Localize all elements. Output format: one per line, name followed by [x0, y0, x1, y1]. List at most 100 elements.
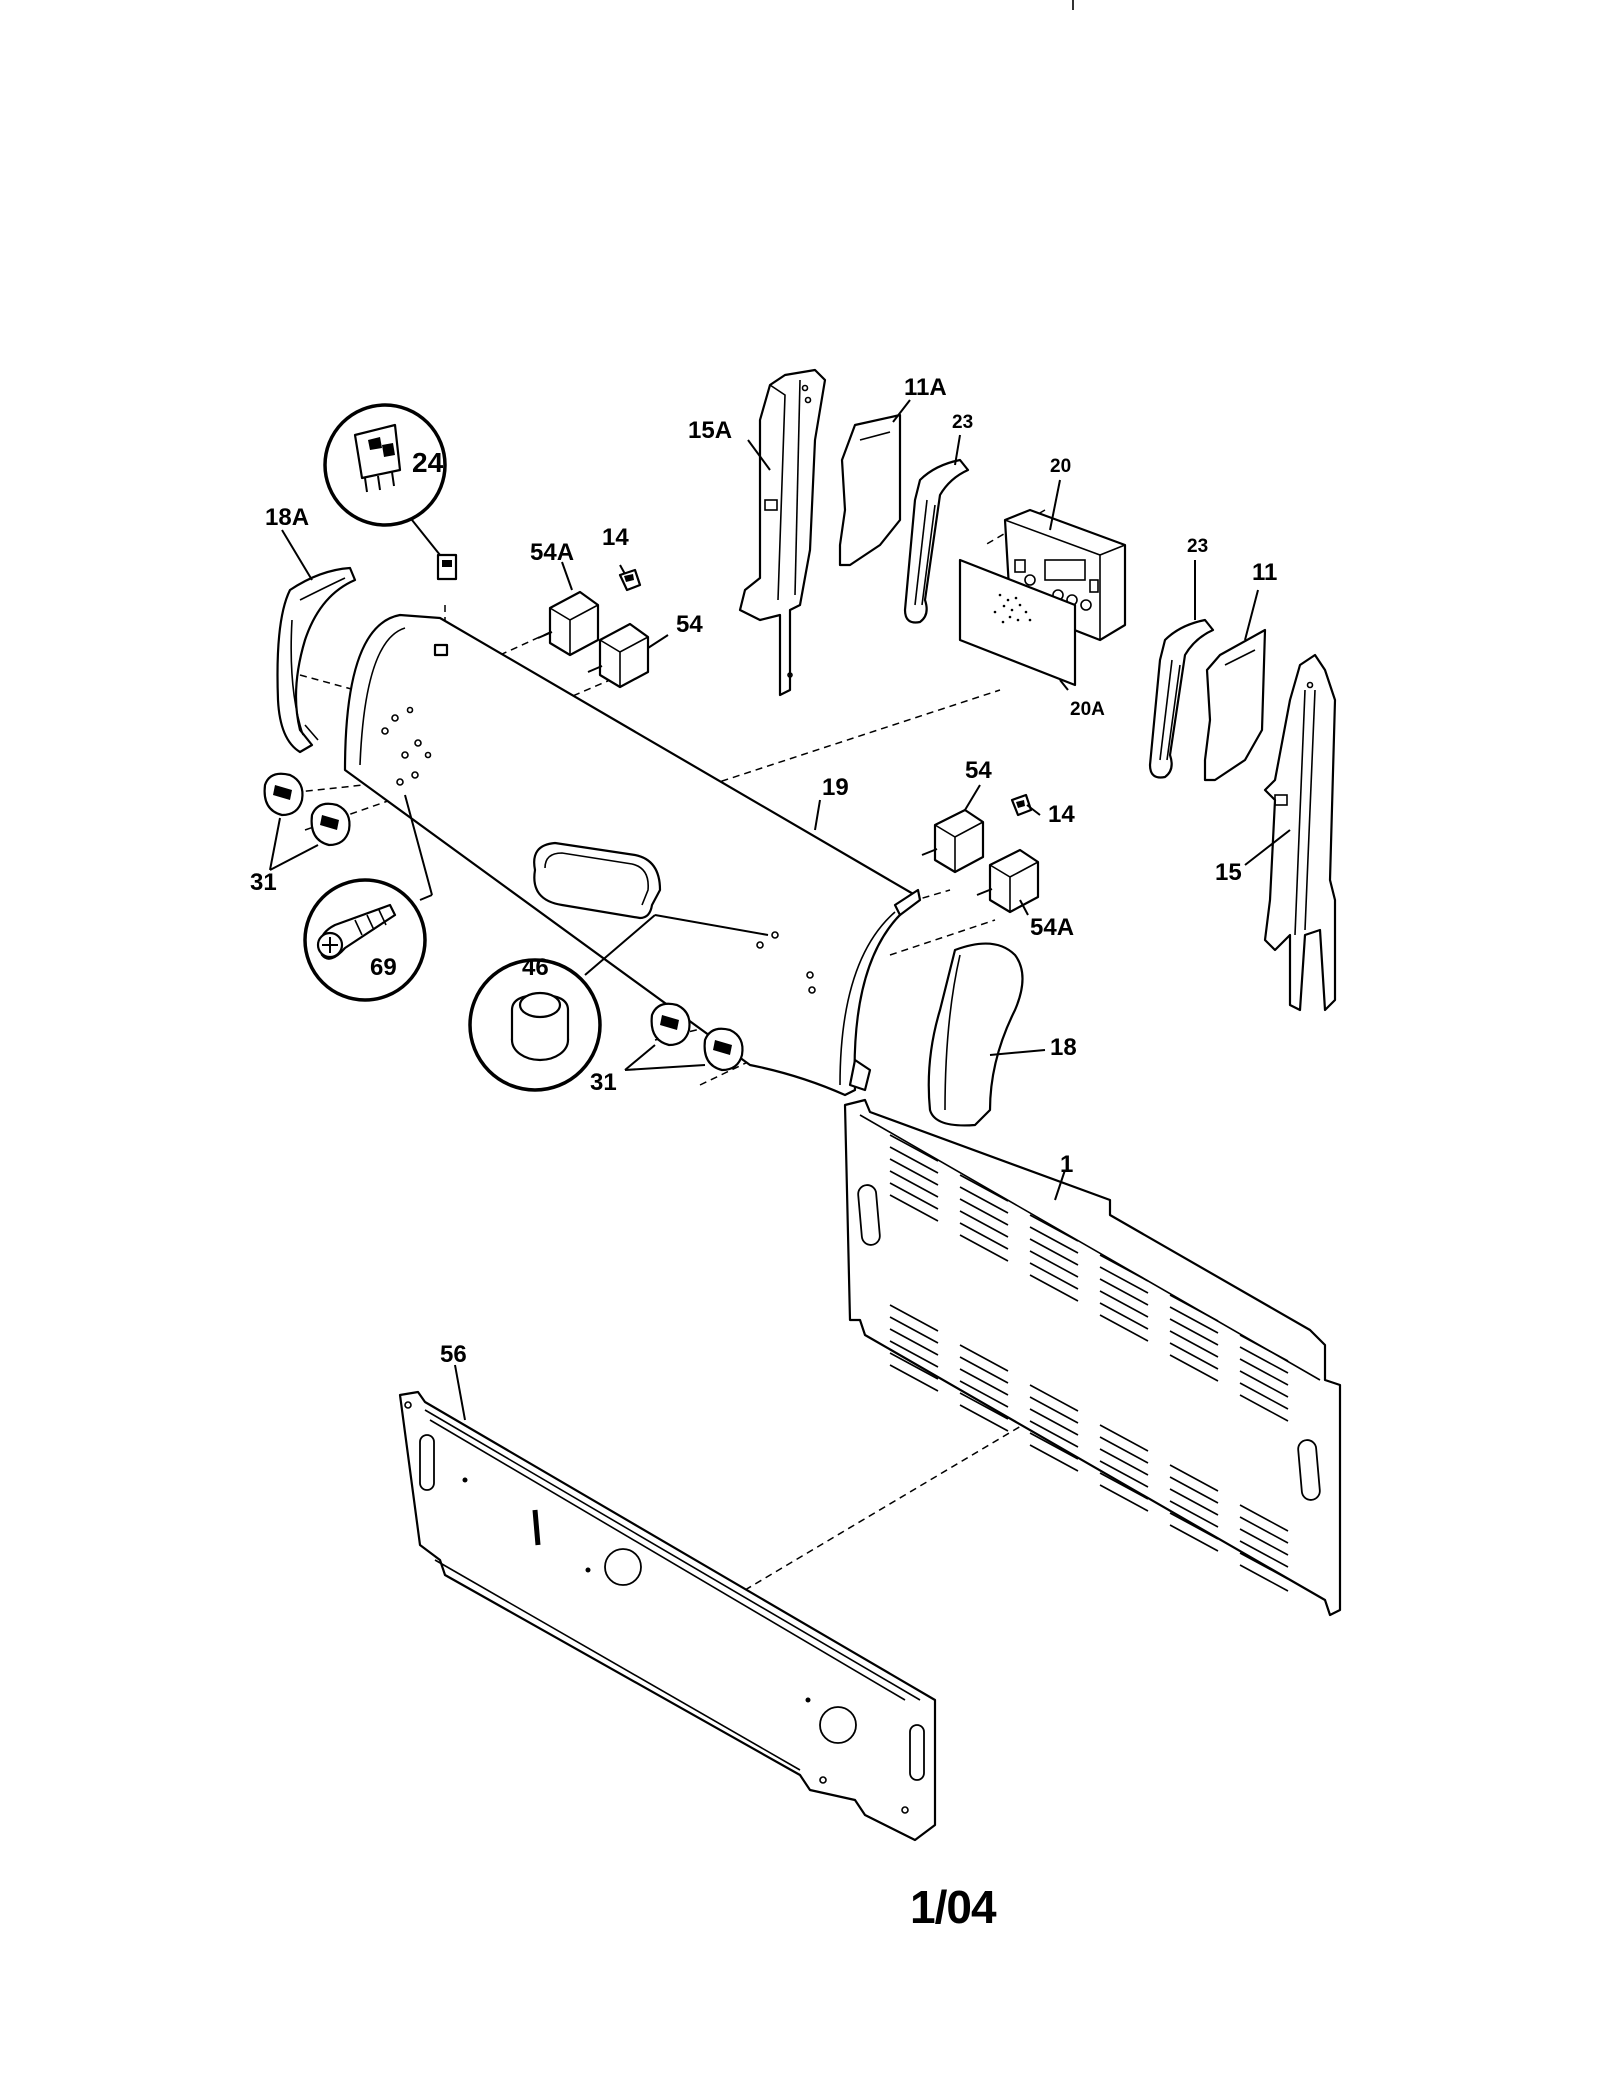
louver-slot — [1169, 1294, 1219, 1322]
louver-slot — [1169, 1342, 1219, 1370]
louver-slot — [1099, 1424, 1149, 1452]
louver-slot — [1239, 1394, 1289, 1422]
zoom-circle-69 — [303, 794, 433, 1002]
end-cap-18a — [276, 566, 357, 754]
label-23-left: 23 — [952, 412, 973, 433]
louver-slot — [1099, 1448, 1149, 1476]
louver-slot — [889, 1170, 939, 1198]
louver-slot — [1239, 1540, 1289, 1568]
louver-slot — [1239, 1382, 1289, 1410]
louver-slot — [889, 1194, 939, 1222]
louver-slot — [1169, 1524, 1219, 1552]
louver-slot — [1099, 1254, 1149, 1282]
label-15: 15 — [1215, 859, 1242, 886]
switch-54a-right — [976, 848, 1040, 914]
louver-slot — [1239, 1528, 1289, 1556]
label-54-right: 54 — [965, 757, 992, 784]
louver-slot — [959, 1380, 1009, 1408]
louver-slot — [889, 1316, 939, 1344]
louver-slot — [1239, 1358, 1289, 1386]
switch-14-top — [618, 568, 642, 592]
louver-slot — [1169, 1306, 1219, 1334]
label-54-top: 54 — [676, 611, 703, 638]
knob-31-d — [703, 1027, 744, 1072]
louver-slot — [889, 1352, 939, 1380]
louver-slot — [1239, 1552, 1289, 1580]
label-14-right: 14 — [1048, 801, 1075, 828]
louver-slot — [1099, 1314, 1149, 1342]
callout-labels: 18A 24 54A 14 54 15A 11A 23 20 20A 23 11… — [250, 374, 1277, 1368]
louver-slot — [889, 1304, 939, 1332]
label-11: 11 — [1252, 559, 1277, 586]
louver-slot — [1029, 1214, 1079, 1242]
switch-54-right — [921, 808, 985, 874]
louver-slot — [959, 1392, 1009, 1420]
louver-slot — [1239, 1516, 1289, 1544]
label-54a-top: 54A — [530, 539, 574, 566]
label-46: 46 — [522, 954, 549, 981]
louver-slot — [1239, 1346, 1289, 1374]
shield-11a — [838, 413, 902, 567]
louver-slot — [959, 1210, 1009, 1238]
louver-slot — [1029, 1408, 1079, 1436]
louver-slot — [1169, 1330, 1219, 1358]
louver-slot — [959, 1356, 1009, 1384]
label-20a: 20A — [1070, 699, 1105, 720]
knob-31-b — [310, 802, 351, 847]
louver-slot — [1099, 1266, 1149, 1294]
bracket-15a — [738, 368, 827, 697]
louver-slot — [1169, 1488, 1219, 1516]
label-14-top: 14 — [602, 524, 629, 551]
louver-slot — [1169, 1464, 1219, 1492]
label-24: 24 — [412, 447, 444, 478]
louver-slot — [889, 1364, 939, 1392]
louver-slot — [959, 1198, 1009, 1226]
louver-slot — [1099, 1460, 1149, 1488]
knob-31-c — [650, 1002, 691, 1047]
leaders-31 — [269, 817, 706, 1071]
louver-slot — [959, 1174, 1009, 1202]
retainer-23-left — [903, 458, 970, 624]
louver-slot — [1029, 1238, 1079, 1266]
label-18: 18 — [1050, 1034, 1077, 1061]
zoom-circle-46 — [468, 914, 769, 1092]
switch-54-top — [587, 622, 650, 689]
louver-slot — [1239, 1504, 1289, 1532]
louver-slot — [1239, 1564, 1289, 1592]
label-23-right: 23 — [1187, 536, 1208, 557]
label-11a: 11A — [904, 374, 947, 401]
louver-slot — [889, 1158, 939, 1186]
louver-slot — [1169, 1476, 1219, 1504]
louver-slot — [959, 1344, 1009, 1372]
control-panel-19 — [343, 613, 922, 1097]
louver-slot — [1029, 1262, 1079, 1290]
louver-slot — [1029, 1250, 1079, 1278]
label-56: 56 — [440, 1341, 467, 1368]
end-cap-18 — [927, 942, 1024, 1127]
rear-panel-1 — [843, 1098, 1342, 1617]
revision-date: 1/04 — [910, 1881, 997, 1933]
callout-leaders — [281, 399, 1291, 1421]
zoom-circle-24 — [323, 403, 447, 556]
louver-slot — [1169, 1512, 1219, 1540]
louver-slot — [1099, 1472, 1149, 1500]
louver-slot — [889, 1134, 939, 1162]
louver-slot — [1099, 1484, 1149, 1512]
louver-slot — [889, 1328, 939, 1356]
louver-slot — [1029, 1274, 1079, 1302]
louver-slot — [1239, 1370, 1289, 1398]
louver-slot — [1099, 1278, 1149, 1306]
label-69: 69 — [370, 954, 397, 981]
louver-slot — [959, 1222, 1009, 1250]
louver-slot — [1239, 1334, 1289, 1362]
bottom-panel-56 — [398, 1390, 937, 1842]
label-15a: 15A — [688, 417, 732, 444]
louver-slot — [1099, 1290, 1149, 1318]
label-54a-right: 54A — [1030, 914, 1074, 941]
louver-slot — [1099, 1436, 1149, 1464]
louver-slot — [1029, 1432, 1079, 1460]
overlay-20a — [958, 558, 1077, 687]
shield-11 — [1203, 628, 1267, 782]
retainer-23-right — [1148, 618, 1215, 779]
